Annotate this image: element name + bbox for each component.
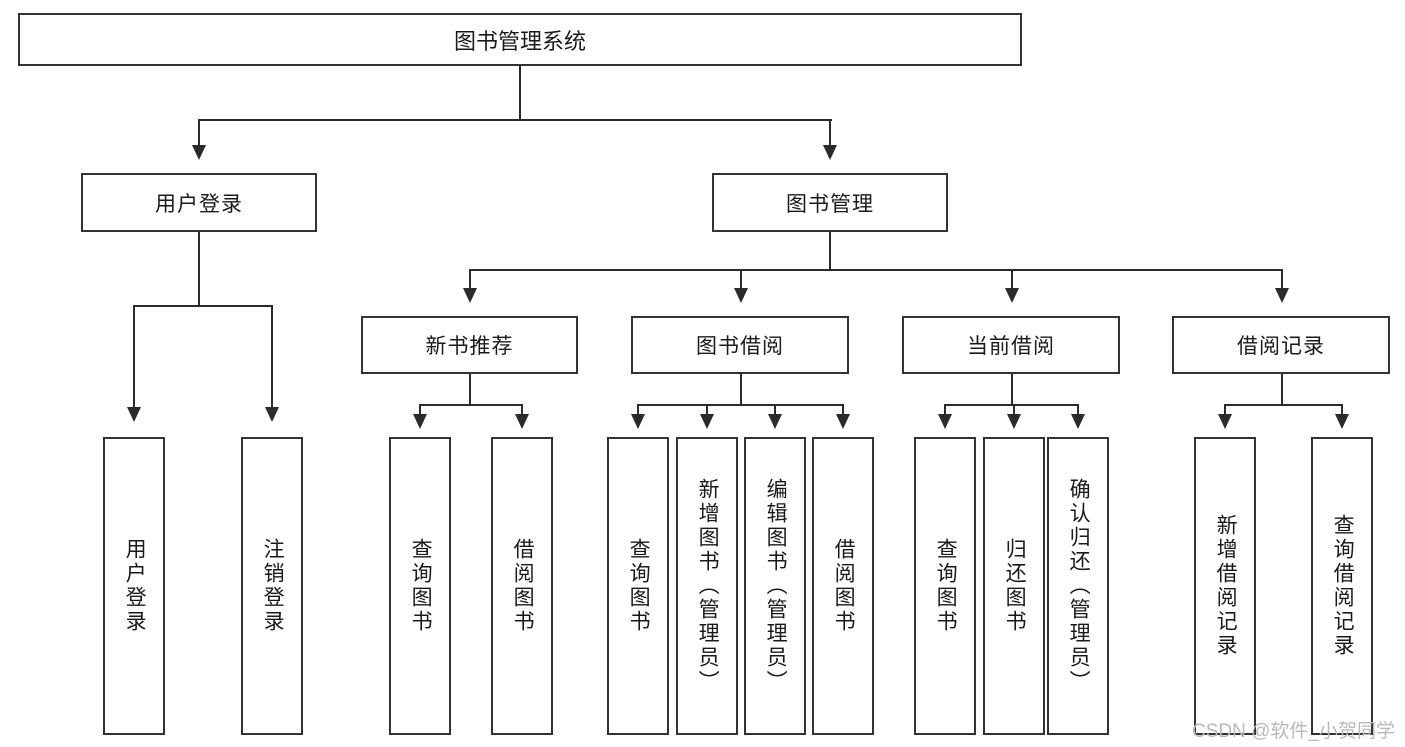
node-label: 新增借阅记录 (1214, 514, 1238, 658)
connector-current-borrow-leaf-2 (1013, 404, 1015, 416)
connector-book-borrow-leaf-1 (637, 404, 639, 416)
connector-new-book-leaf-1 (419, 404, 421, 416)
arrowhead-leaf-logout (265, 407, 279, 422)
connector-borrow-record-stem (1281, 374, 1283, 406)
connector-borrow-record-leaf-1 (1224, 404, 1226, 416)
node-label: 归还图书 (1003, 538, 1027, 634)
connector-book-borrow-leaf-3 (774, 404, 776, 416)
node-label: 借阅图书 (511, 538, 535, 634)
node-leaf-query-book-current[interactable]: 查询图书 (914, 437, 976, 735)
connector-user-login-leaf-1 (133, 305, 135, 410)
node-label: 查询图书 (409, 538, 433, 634)
node-leaf-logout[interactable]: 注销登录 (241, 437, 303, 735)
connector-current-borrow-leaf-1 (944, 404, 946, 416)
node-borrow-record[interactable]: 借阅记录 (1172, 316, 1390, 374)
arrowhead-leaf-query-record (1335, 414, 1349, 429)
node-book-management[interactable]: 图书管理 (712, 173, 948, 232)
arrowhead-leaf-query-book-3 (938, 414, 952, 429)
connector-borrow-record-leaf-2 (1341, 404, 1343, 416)
arrowhead-leaf-borrow-book-1 (515, 414, 529, 429)
connector-new-book-stem (469, 374, 471, 406)
connector-root-to-user-login (198, 119, 200, 148)
node-leaf-add-book[interactable]: 新增图书（管理员） (676, 437, 738, 735)
node-new-book-recommend[interactable]: 新书推荐 (361, 316, 578, 374)
connector-root-stem (519, 66, 521, 119)
arrowhead-leaf-add-record (1218, 414, 1232, 429)
node-leaf-borrow-book[interactable]: 借阅图书 (812, 437, 874, 735)
node-leaf-query-book-borrow[interactable]: 查询图书 (607, 437, 669, 735)
node-label: 借阅图书 (832, 538, 856, 634)
connector-book-borrow-leaf-2 (706, 404, 708, 416)
arrowhead-leaf-edit-book (768, 414, 782, 429)
node-current-borrow[interactable]: 当前借阅 (902, 316, 1120, 374)
connector-level3-bus (469, 269, 1282, 271)
arrowhead-leaf-query-book-1 (413, 414, 427, 429)
connector-book-borrow-stem (740, 374, 742, 406)
node-leaf-return-book[interactable]: 归还图书 (983, 437, 1045, 735)
node-label: 新书推荐 (425, 335, 514, 358)
node-label: 查询图书 (934, 538, 958, 634)
node-leaf-user-login[interactable]: 用户登录 (103, 437, 165, 735)
node-leaf-confirm-return[interactable]: 确认归还（管理员） (1047, 437, 1109, 735)
arrowhead-leaf-confirm-return (1071, 414, 1085, 429)
node-label: 新增图书（管理员） (696, 478, 720, 694)
arrowhead-new-book-recommend (463, 288, 477, 303)
node-label: 用户登录 (123, 538, 147, 634)
arrowhead-current-borrow (1005, 288, 1019, 303)
connector-current-borrow-bus (944, 404, 1079, 406)
node-book-borrow[interactable]: 图书借阅 (631, 316, 849, 374)
connector-to-current-borrow (1011, 269, 1013, 291)
node-label: 用户登录 (155, 192, 243, 216)
connector-current-borrow-leaf-3 (1077, 404, 1079, 416)
node-user-login[interactable]: 用户登录 (81, 173, 317, 232)
node-label: 确认归还（管理员） (1067, 478, 1091, 694)
node-leaf-borrow-book-recommend[interactable]: 借阅图书 (491, 437, 553, 735)
node-label: 借阅记录 (1237, 335, 1325, 358)
connector-current-borrow-stem (1011, 374, 1013, 406)
connector-user-login-leaf-2 (271, 305, 273, 410)
arrowhead-borrow-record (1275, 288, 1289, 303)
node-label: 查询借阅记录 (1331, 514, 1355, 658)
connector-root-to-book-manage (829, 119, 831, 148)
connector-book-borrow-bus (637, 404, 844, 406)
connector-to-book-borrow (740, 269, 742, 291)
arrowhead-leaf-add-book (700, 414, 714, 429)
arrowhead-leaf-return-book (1007, 414, 1021, 429)
connector-new-book-leaf-2 (521, 404, 523, 416)
node-root-system[interactable]: 图书管理系统 (18, 13, 1022, 66)
arrowhead-book-borrow (734, 288, 748, 303)
arrowhead-leaf-borrow-book-2 (836, 414, 850, 429)
connector-root-bus (198, 119, 832, 121)
node-label: 当前借阅 (967, 335, 1055, 358)
connector-user-login-bus (133, 305, 272, 307)
arrowhead-leaf-user-login (127, 407, 141, 422)
connector-book-borrow-leaf-4 (842, 404, 844, 416)
connector-to-borrow-record (1281, 269, 1283, 291)
node-label: 图书管理系统 (453, 28, 586, 54)
connector-user-login-stem (198, 232, 200, 307)
node-label: 注销登录 (261, 538, 285, 634)
node-leaf-add-borrow-record[interactable]: 新增借阅记录 (1194, 437, 1256, 735)
node-label: 查询图书 (627, 538, 651, 634)
arrowhead-leaf-query-book-2 (631, 414, 645, 429)
node-label: 图书借阅 (696, 335, 784, 358)
arrowhead-book-manage (823, 145, 837, 160)
arrowhead-user-login (192, 145, 206, 160)
connector-to-new-book (469, 269, 471, 291)
node-label: 编辑图书（管理员） (764, 478, 788, 694)
node-leaf-query-book-recommend[interactable]: 查询图书 (389, 437, 451, 735)
node-label: 图书管理 (786, 192, 874, 216)
connector-book-manage-stem (829, 232, 831, 270)
connector-borrow-record-bus (1224, 404, 1342, 406)
node-leaf-edit-book[interactable]: 编辑图书（管理员） (744, 437, 806, 735)
node-leaf-query-borrow-record[interactable]: 查询借阅记录 (1311, 437, 1373, 735)
connector-new-book-bus (419, 404, 522, 406)
